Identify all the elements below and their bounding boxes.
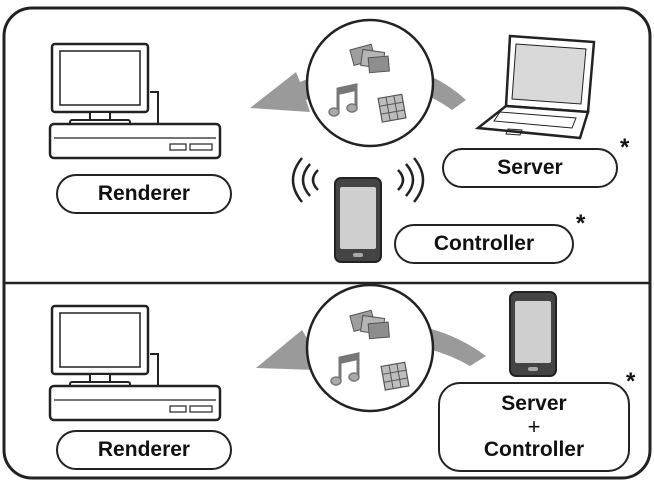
top-controller-mark: * — [576, 210, 586, 237]
top-renderer-label: Renderer — [56, 174, 232, 214]
top-controller-label: Controller — [394, 224, 574, 264]
bottom-player-icon — [48, 384, 222, 422]
bottom-server-text: Server — [501, 392, 567, 416]
top-server-mark: * — [620, 134, 630, 161]
bottom-video-icon — [380, 361, 410, 391]
right-wireless-signal-icon — [397, 157, 425, 203]
bottom-smartphone-icon — [509, 291, 557, 377]
top-player-icon — [48, 122, 222, 160]
top-smartphone-icon — [334, 177, 382, 263]
laptop-icon — [474, 34, 596, 140]
top-cable — [150, 91, 159, 126]
bottom-plus-text: + — [527, 414, 541, 440]
bottom-controller-text: Controller — [483, 437, 585, 461]
bottom-server-controller-label: Server + Controller — [438, 382, 630, 472]
bottom-renderer-label: Renderer — [56, 430, 232, 470]
left-wireless-signal-icon — [291, 157, 319, 203]
bottom-media-circle — [305, 283, 435, 413]
top-media-circle — [305, 18, 435, 148]
bottom-cable — [150, 353, 159, 388]
bottom-combo-mark: * — [626, 368, 636, 395]
top-video-icon — [377, 93, 407, 123]
top-server-label: Server — [442, 148, 618, 188]
